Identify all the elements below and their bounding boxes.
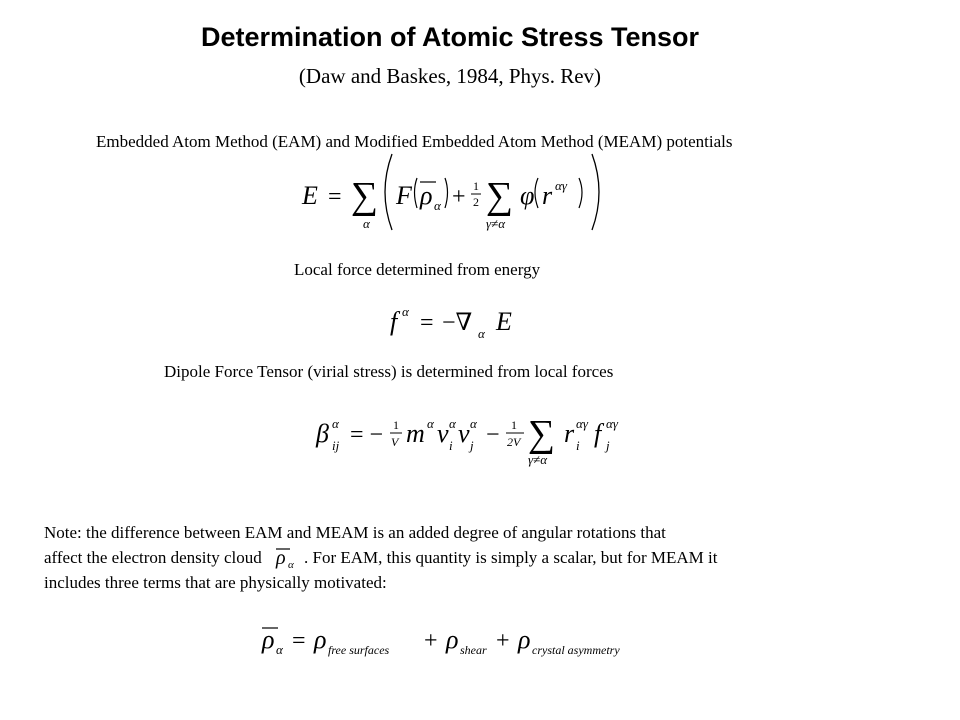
force-E: E	[495, 307, 512, 336]
local-force-text: Local force determined from energy	[294, 260, 541, 279]
dip-beta-sup: α	[332, 416, 340, 431]
meam-rho: ρ	[261, 625, 274, 654]
dip-beta: β	[315, 419, 329, 448]
dip-r: r	[564, 419, 575, 448]
dip-frac1-num: 1	[393, 418, 399, 432]
note-line-1: Note: the difference between EAM and MEA…	[44, 523, 666, 542]
dipole-text: Dipole Force Tensor (virial stress) is d…	[164, 362, 614, 381]
meam-rho1: ρ	[313, 625, 326, 654]
dip-eq: = −	[350, 422, 383, 448]
eq-phi: φ	[520, 181, 534, 210]
eq-r: r	[542, 181, 553, 210]
eq-plus: +	[452, 184, 466, 210]
eq-sum-index: α	[363, 216, 371, 231]
dip-sum-index: γ≠α	[528, 452, 548, 467]
eq-paren-left	[413, 177, 418, 209]
inline-rho: ρ	[275, 547, 286, 569]
eq-rho-sub: α	[434, 198, 442, 213]
dip-m-sup: α	[427, 416, 435, 431]
eq-rho: ρ	[419, 181, 432, 210]
dip-r-sup: αγ	[576, 416, 589, 431]
dip-f-sup: αγ	[606, 416, 619, 431]
dip-frac2-den: 2V	[507, 435, 522, 449]
meam-plus1: +	[424, 628, 438, 654]
eq-half-den: 2	[473, 195, 479, 209]
dip-m: m	[406, 419, 425, 448]
force-sup: α	[402, 304, 410, 319]
force-nabla: −∇	[442, 310, 473, 336]
eq-equals: =	[328, 184, 342, 210]
energy-equation: E = ∑ α F ρ α + 1 2 ∑ γ≠α φ r αγ	[301, 153, 600, 231]
dip-minus: −	[486, 422, 500, 448]
meam-rho1-sub: free surfaces	[328, 643, 390, 657]
dip-r-sub: i	[576, 438, 580, 453]
meam-eq: =	[292, 628, 306, 654]
note-line-2b: . For EAM, this quantity is simply a sca…	[304, 548, 718, 567]
note-line-2: affect the electron density cloud ρ α . …	[44, 545, 904, 570]
dipole-equation: β α ij = − 1 V m α v α i v α j − 1 2V ∑ …	[315, 413, 619, 467]
dip-frac1-den: V	[391, 435, 400, 449]
note-line-2a: affect the electron density cloud	[44, 548, 262, 567]
dip-f: f	[594, 419, 605, 448]
eq-sum2-index: γ≠α	[486, 216, 506, 231]
meam-plus2: +	[496, 628, 510, 654]
dip-vj-sup: α	[470, 416, 478, 431]
meam-rho2-sub: shear	[460, 643, 487, 657]
eq-big-paren-right	[591, 153, 600, 231]
dip-beta-sub: ij	[332, 438, 340, 453]
intro-text: Embedded Atom Method (EAM) and Modified …	[96, 132, 733, 151]
eq-paren-right	[444, 177, 449, 209]
note-paragraph: Note: the difference between EAM and MEA…	[44, 520, 904, 595]
eq-lhs: E	[301, 181, 318, 210]
force-equation: f α = −∇ α E	[390, 304, 512, 341]
dip-frac2-num: 1	[511, 418, 517, 432]
eq-paren2-right	[578, 177, 583, 209]
force-sub: α	[478, 326, 486, 341]
eq-paren2-left	[534, 177, 539, 209]
inline-rho-symbol: ρ α	[275, 547, 294, 569]
eq-big-paren-left	[384, 153, 393, 231]
dip-vi-sup: α	[449, 416, 457, 431]
page-subtitle: (Daw and Baskes, 1984, Phys. Rev)	[298, 64, 602, 88]
page-title: Determination of Atomic Stress Tensor	[200, 22, 700, 52]
force-f: f	[390, 307, 401, 336]
inline-rho-sub: α	[288, 559, 294, 569]
eq-sum: ∑	[351, 175, 378, 217]
meam-rho-sub: α	[276, 642, 284, 657]
dip-f-sub: j	[604, 438, 610, 453]
eq-F: F	[395, 181, 413, 210]
dip-vj-sub: j	[468, 438, 474, 453]
eq-half-num: 1	[473, 179, 479, 193]
eq-r-sup: αγ	[555, 178, 568, 193]
dip-vi: v	[437, 419, 449, 448]
eq-sum2: ∑	[486, 175, 513, 217]
meam-rho3: ρ	[517, 625, 530, 654]
note-line-3: includes three terms that are physically…	[44, 573, 387, 592]
force-equals: =	[420, 310, 434, 336]
meam-rho2: ρ	[445, 625, 458, 654]
meam-rho3-sub: crystal asymmetry	[532, 643, 620, 657]
dip-vi-sub: i	[449, 438, 453, 453]
dip-sum: ∑	[528, 413, 555, 455]
meam-density-equation: ρ α = ρ free surfaces + ρ shear + ρ crys…	[261, 625, 620, 657]
dip-vj: v	[458, 419, 470, 448]
